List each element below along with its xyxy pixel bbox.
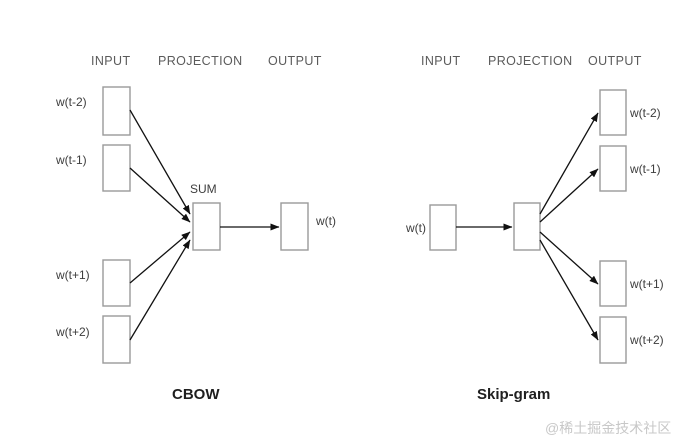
cbow-diagram bbox=[102, 86, 309, 364]
skipgram-output-box-3 bbox=[599, 316, 627, 364]
skipgram-title: Skip-gram bbox=[477, 386, 551, 403]
skipgram-projection-box bbox=[513, 202, 541, 251]
watermark-text: @稀土掘金技术社区 bbox=[545, 420, 672, 436]
cbow-input-box-2 bbox=[102, 259, 131, 307]
skipgram-diagram bbox=[429, 89, 627, 364]
skipgram-output-label-1: w(t-1) bbox=[630, 162, 661, 176]
skipgram-output-box-2 bbox=[599, 260, 627, 307]
skipgram-output-box-0 bbox=[599, 89, 627, 136]
cbow-projection-box bbox=[192, 202, 221, 251]
skipgram-output-box-1 bbox=[599, 145, 627, 192]
skipgram-arrow-projection-to-output3 bbox=[539, 239, 599, 341]
skipgram-header-input: INPUT bbox=[421, 54, 461, 68]
skipgram-output-label-2: w(t+1) bbox=[630, 277, 664, 291]
skipgram-header-projection: PROJECTION bbox=[488, 54, 573, 68]
cbow-header-output: OUTPUT bbox=[268, 54, 322, 68]
skipgram-arrow-projection-to-output0 bbox=[539, 112, 599, 215]
cbow-arrow-input0-to-projection bbox=[129, 109, 191, 215]
cbow-input-label-1: w(t-1) bbox=[56, 153, 87, 167]
cbow-input-label-0: w(t-2) bbox=[56, 95, 87, 109]
cbow-title: CBOW bbox=[172, 386, 220, 403]
cbow-header-input: INPUT bbox=[91, 54, 131, 68]
skipgram-output-label-3: w(t+2) bbox=[630, 333, 664, 347]
cbow-output-box-0 bbox=[280, 202, 309, 251]
cbow-arrow-input2-to-projection bbox=[129, 231, 191, 284]
cbow-input-label-3: w(t+2) bbox=[56, 325, 90, 339]
cbow-input-box-0 bbox=[102, 86, 131, 136]
cbow-sum-label: SUM bbox=[190, 182, 217, 196]
skipgram-output-label-0: w(t-2) bbox=[630, 106, 661, 120]
cbow-arrow-input3-to-projection bbox=[129, 239, 191, 341]
skipgram-arrow-projection-to-output1 bbox=[539, 168, 599, 223]
cbow-output-label-0: w(t) bbox=[316, 214, 336, 228]
cbow-input-box-3 bbox=[102, 315, 131, 364]
cbow-arrow-input1-to-projection bbox=[129, 167, 191, 223]
skipgram-input-box-0 bbox=[429, 204, 457, 251]
cbow-input-label-2: w(t+1) bbox=[56, 268, 90, 282]
skipgram-input-label-0: w(t) bbox=[406, 221, 426, 235]
cbow-input-box-1 bbox=[102, 144, 131, 192]
cbow-header-projection: PROJECTION bbox=[158, 54, 243, 68]
skipgram-header-output: OUTPUT bbox=[588, 54, 642, 68]
skipgram-arrow-projection-to-output2 bbox=[539, 231, 599, 285]
